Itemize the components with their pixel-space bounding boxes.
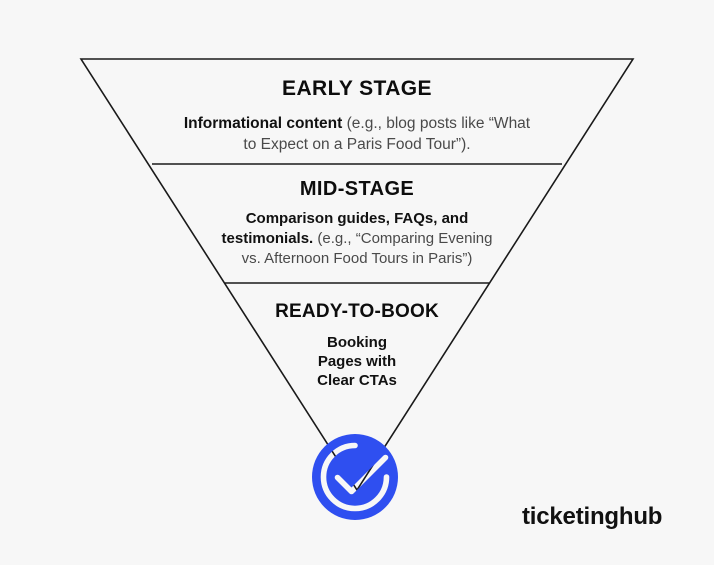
stage-body-early-bold: Informational content xyxy=(183,115,343,132)
stage-body-early: Informational content (e.g., blog posts … xyxy=(100,113,614,155)
logo-disc xyxy=(312,434,398,520)
stage-title-ready: READY-TO-BOOK xyxy=(275,301,439,322)
brand-wordmark: ticketinghub xyxy=(522,503,663,530)
stage-body-ready: Booking Pages with Clear CTAs xyxy=(225,333,489,390)
stage-body-mid-bold: Comparison guides, FAQs, and testimonial… xyxy=(221,210,469,247)
stage-body-mid: Comparison guides, FAQs, and testimonial… xyxy=(160,209,554,269)
check-circle-icon xyxy=(312,434,398,520)
stage-body-mid-rest: (e.g., “Comparing Evening vs. Afternoon … xyxy=(241,230,493,267)
funnel-stage-mid: MID-STAGE Comparison guides, FAQs, and t… xyxy=(160,177,554,269)
stage-body-ready-bold: Booking Pages with Clear CTAs xyxy=(317,334,397,389)
funnel-stage-early: EARLY STAGE Informational content (e.g.,… xyxy=(100,76,614,155)
stage-title-early: EARLY STAGE xyxy=(282,77,432,100)
stage-body-early-rest: (e.g., blog posts like “What to Expect o… xyxy=(243,115,531,153)
stage-title-mid: MID-STAGE xyxy=(299,178,415,200)
funnel-stage-ready-to-book: READY-TO-BOOK Booking Pages with Clear C… xyxy=(225,300,489,390)
